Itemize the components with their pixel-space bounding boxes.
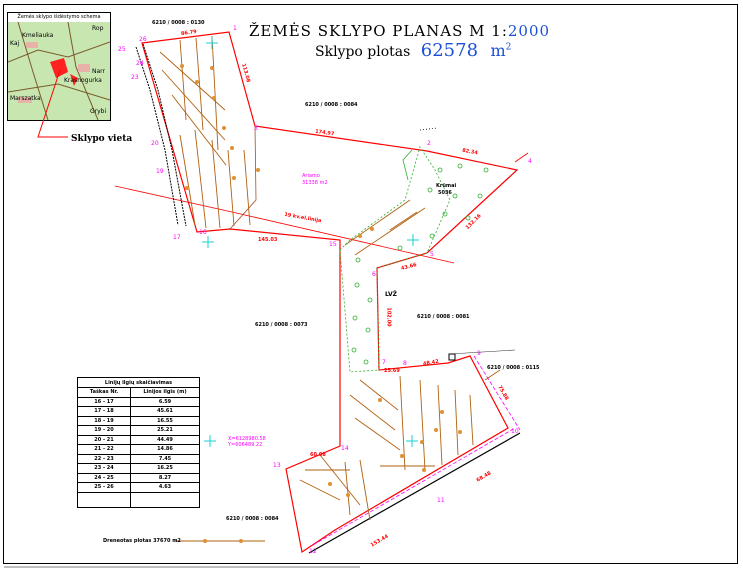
point-number: 4 — [528, 158, 532, 165]
inset-drawing — [8, 22, 110, 120]
shrubs-area: 5036 — [438, 190, 452, 196]
point-number: 9 — [477, 350, 481, 357]
point-number: 25 — [118, 46, 126, 53]
parcel-code: 6210 / 0008 : 0130 — [152, 20, 205, 26]
parcel-code: 6210 / 0008 : 0084 — [226, 516, 279, 522]
point-number: 20 — [151, 140, 159, 147]
area-unit: m2 — [490, 41, 512, 60]
dimension-label: 60.08 — [310, 452, 326, 458]
table-title: Linijų ilgių skaičiavimas — [77, 377, 200, 388]
area-label: Sklypo plotas — [315, 44, 411, 60]
parcel-code: 6210 / 0008 : 0115 — [487, 365, 540, 371]
point-number: 6 — [372, 271, 376, 278]
lvz-label: LVŽ — [385, 291, 397, 298]
coordinate-y: Y=606489.22 — [228, 442, 263, 448]
point-number: 26 — [139, 36, 147, 43]
point-number: 8 — [403, 360, 407, 367]
inset-place: Kaj — [10, 40, 20, 47]
inset-place: Marszatka — [10, 95, 41, 102]
page-frame — [3, 4, 738, 564]
point-number: 14 — [341, 445, 349, 452]
title-text: ŽEMĖS SKLYPO PLANAS M 1: — [249, 22, 508, 40]
page-title: ŽEMĖS SKLYPO PLANAS M 1:2000 — [249, 22, 550, 40]
drained-area-note: Dreneotas plotas 37670 m2 — [103, 538, 181, 544]
inset-place: Kmeliauka — [22, 32, 54, 39]
table-header: Linijos ilgis (m) — [130, 387, 200, 398]
point-number: 7 — [382, 359, 386, 366]
area-value: 62578 — [420, 40, 479, 61]
dimension-label: 145.03 — [258, 237, 278, 243]
title-scale: 2000 — [507, 22, 551, 40]
point-number: 16 — [199, 229, 207, 236]
shrubs-label: Krūmai — [436, 183, 457, 189]
point-number: 13 — [273, 462, 281, 469]
point-number: 3 — [254, 125, 258, 132]
line-lengths-table: Linijų ilgių skaičiavimas Taškas Nr. Lin… — [77, 377, 200, 508]
point-number: 1 — [233, 25, 237, 32]
dimension-label: 102.00 — [385, 307, 392, 327]
point-number: 23 — [131, 74, 139, 81]
point-number: 5 — [430, 251, 434, 258]
point-number: 10 — [511, 428, 519, 435]
coordinate-x: X=6128980.58 — [228, 436, 266, 442]
inset-location-map: Žemės sklypo išdėstymo schema Kmeliauka … — [7, 12, 111, 121]
arable-area: 31338 m2 — [302, 180, 328, 186]
inset-place: Krasnogurka — [64, 77, 102, 84]
parcel-code: 6210 / 0008 : 0073 — [255, 322, 308, 328]
inset-place: Narr — [92, 68, 105, 75]
dimension-label: 25.69 — [384, 368, 400, 374]
point-number: 12 — [309, 548, 317, 555]
point-number: 24 — [136, 60, 144, 67]
point-number: 19 — [156, 168, 164, 175]
inset-place: Grybi — [90, 108, 107, 115]
point-number: 2 — [427, 140, 431, 147]
inset-place: Rop — [92, 25, 104, 32]
area-line: Sklypo plotas 62578 m2 — [315, 40, 511, 61]
arable-label: Ariamo — [302, 173, 320, 179]
point-number: 17 — [173, 234, 181, 241]
point-number: 15 — [329, 241, 337, 248]
parcel-code: 6210 / 0008 : 0084 — [305, 102, 358, 108]
point-number: 11 — [437, 497, 445, 504]
table-header: Taškas Nr. — [77, 387, 131, 398]
location-label: Sklypo vieta — [71, 134, 133, 144]
parcel-code: 6210 / 0008 : 0081 — [417, 314, 470, 320]
